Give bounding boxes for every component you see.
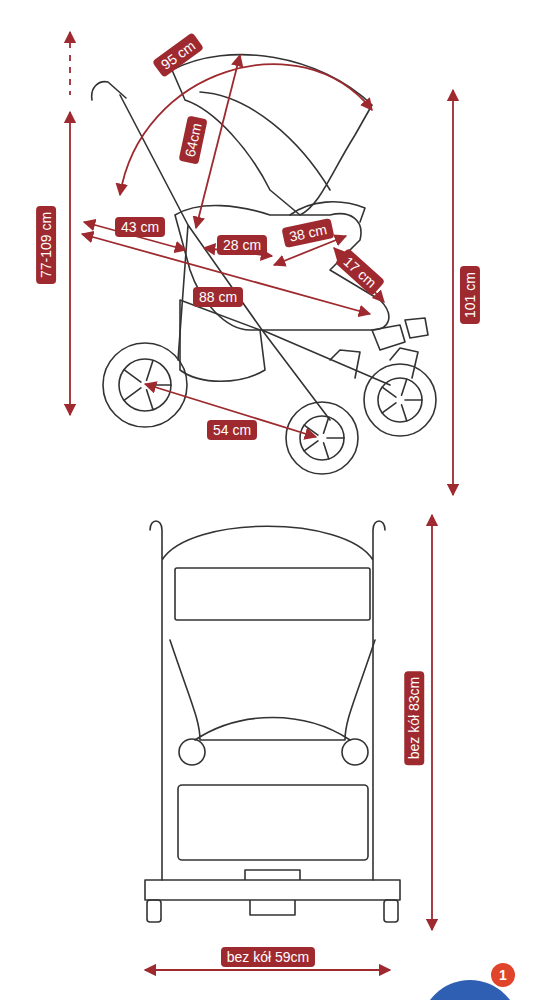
canopy <box>172 55 372 215</box>
front-wheel-hub <box>378 378 422 422</box>
dim-line <box>69 32 71 48</box>
seat <box>175 206 389 330</box>
dim-arc <box>120 64 372 195</box>
dimension-label: 88 cm <box>193 287 243 307</box>
basket <box>178 785 368 860</box>
canopy-window <box>175 568 370 620</box>
dim-line <box>145 969 390 971</box>
dimension-label: 64cm <box>178 115 207 164</box>
spoke <box>124 388 141 400</box>
notification-badge: 1 <box>489 961 517 989</box>
dimension-label: 28 cm <box>217 235 267 255</box>
dim-line <box>431 515 433 930</box>
spoke <box>147 360 153 380</box>
footrest <box>372 318 428 350</box>
dimension-label: 101 cm <box>460 266 480 324</box>
dimension-label: 54 cm <box>207 420 257 440</box>
spoke <box>324 443 329 459</box>
spoke <box>150 384 171 386</box>
spoke <box>402 379 407 395</box>
spoke <box>327 437 344 439</box>
front-wheel <box>384 900 398 922</box>
spoke <box>382 403 396 413</box>
dimension-label: 77-109 cm <box>36 206 56 284</box>
dim-line <box>82 234 370 314</box>
handlebar <box>92 82 390 420</box>
dim-line-dashed <box>69 55 71 95</box>
front-wheel <box>286 402 358 474</box>
front-wheel <box>147 900 161 922</box>
frame-outline <box>150 521 385 880</box>
spoke <box>304 441 318 451</box>
front-bar <box>145 870 400 915</box>
seat-outline <box>170 640 375 740</box>
dimension-label: 43 cm <box>115 217 165 237</box>
basket <box>180 300 265 381</box>
spoke <box>147 390 153 410</box>
dim-line <box>69 112 71 415</box>
dimension-lines <box>70 32 453 970</box>
cup-holder <box>342 739 368 765</box>
spoke <box>405 399 422 401</box>
rear-wheel-hub <box>119 359 171 411</box>
wheel-spokes <box>124 360 422 459</box>
rear-wheel <box>103 343 187 427</box>
front-wheel-hub <box>300 416 344 460</box>
dimension-label: bez kół 59cm <box>221 947 315 967</box>
dimension-label: 95 cm <box>152 32 204 78</box>
dim-line <box>452 90 454 495</box>
spoke <box>124 370 141 382</box>
top-view <box>145 521 400 922</box>
front-fork <box>330 348 418 378</box>
spoke <box>324 417 329 433</box>
spoke <box>402 405 407 421</box>
dimension-label: bez kół 83cm <box>404 671 424 765</box>
spoke <box>382 387 396 397</box>
side-view <box>92 55 436 474</box>
dimension-label: 17 cm <box>335 248 386 296</box>
cup-holder <box>179 739 205 765</box>
front-wheel <box>364 364 436 436</box>
